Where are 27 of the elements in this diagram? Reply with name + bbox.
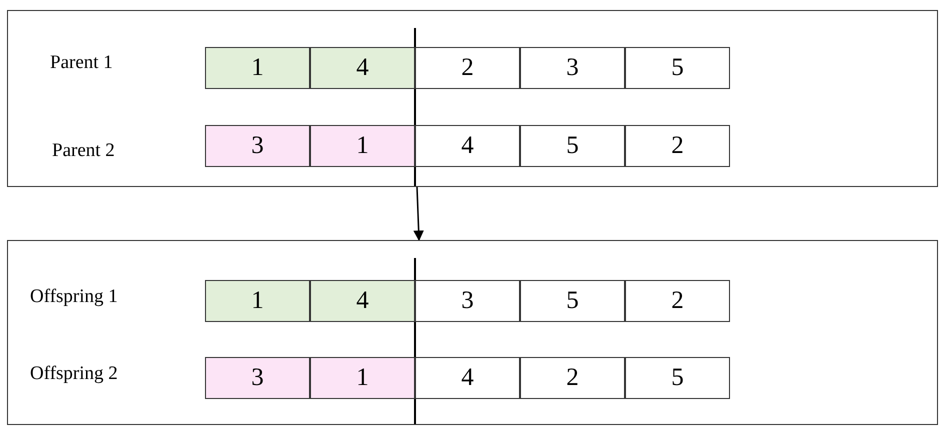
gene-cell: 4 — [310, 280, 415, 322]
gene-cell: 5 — [625, 357, 730, 399]
gene-cell: 3 — [205, 125, 310, 167]
gene-cell: 2 — [625, 125, 730, 167]
gene-cell: 1 — [205, 280, 310, 322]
arrow — [413, 186, 424, 242]
gene-cell: 2 — [520, 357, 625, 399]
gene-cell: 2 — [415, 47, 520, 89]
gene-cell: 4 — [415, 357, 520, 399]
gene-cell: 5 — [520, 280, 625, 322]
gene-cell: 5 — [625, 47, 730, 89]
gene-cell: 2 — [625, 280, 730, 322]
panel-box — [7, 240, 938, 425]
gene-cell: 5 — [520, 125, 625, 167]
row-label: Offspring 2 — [30, 363, 118, 385]
panel-box — [7, 10, 938, 187]
gene-cell: 1 — [310, 125, 415, 167]
gene-cell: 4 — [415, 125, 520, 167]
gene-cell: 1 — [310, 357, 415, 399]
gene-cell: 3 — [415, 280, 520, 322]
row-label: Parent 2 — [52, 140, 115, 162]
gene-cell: 4 — [310, 47, 415, 89]
row-label: Offspring 1 — [30, 286, 118, 308]
gene-cell: 3 — [205, 357, 310, 399]
gene-cell: 3 — [520, 47, 625, 89]
gene-cell: 1 — [205, 47, 310, 89]
row-label: Parent 1 — [50, 52, 113, 74]
